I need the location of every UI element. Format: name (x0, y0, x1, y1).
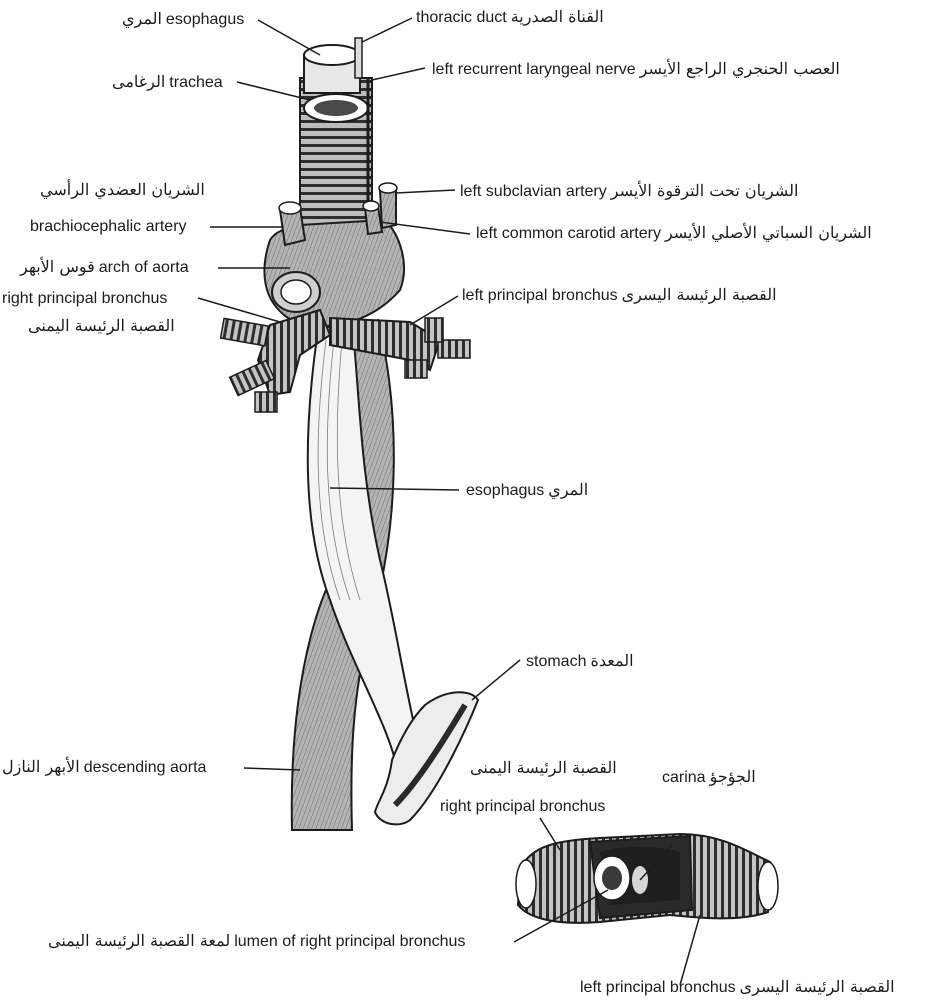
label-arch-of-aorta-en: arch of aorta (99, 259, 189, 276)
label-descending-aorta-ar: الأبهر النازل (2, 757, 80, 776)
carina-inset (516, 834, 778, 923)
label-brachiocephalic-ar: الشريان العضدي الرأسي (40, 180, 205, 199)
label-inset-left-bronchus: left principal bronchus القصبة الرئيسة ا… (580, 978, 895, 997)
label-stomach-en: stomach (526, 653, 586, 670)
label-esophagus-top-en: esophagus (166, 11, 244, 28)
leader-stomach (472, 660, 520, 700)
label-left-recurrent-laryngeal-nerve-en: left recurrent laryngeal nerve (432, 61, 636, 78)
label-left-common-carotid-artery: left common carotid artery الشريان السبا… (476, 224, 872, 243)
label-trachea-en: trachea (169, 74, 222, 91)
label-inset-left-bronchus-ar: القصبة الرئيسة اليسرى (740, 977, 895, 996)
label-inset-left-bronchus-en: left principal bronchus (580, 979, 736, 996)
leader-inset-left-bronchus (680, 915, 700, 985)
label-left-recurrent-laryngeal-nerve: left recurrent laryngeal nerve العصب الح… (432, 60, 840, 79)
label-esophagus-mid: esophagus المري (466, 481, 588, 500)
label-esophagus-top: المري esophagus (122, 10, 244, 29)
label-carina-en: carina (662, 769, 706, 786)
label-left-principal-bronchus-en: left principal bronchus (462, 287, 618, 304)
label-lumen-right-bronchus: لمعة القصبة الرئيسة اليمنى lumen of righ… (48, 932, 465, 951)
label-carina-ar: الجؤجؤ (710, 767, 756, 786)
label-right-principal-bronchus-ar: القصبة الرئيسة اليمنى (28, 316, 175, 335)
label-left-subclavian-artery: left subclavian artery الشريان تحت الترق… (460, 182, 798, 201)
label-inset-right-bronchus-en: right principal bronchus (440, 798, 605, 816)
label-lumen-ar: لمعة القصبة الرئيسة اليمنى (48, 931, 230, 950)
label-stomach: stomach المعدة (526, 652, 634, 671)
label-trachea: الرغامى trachea (112, 73, 223, 92)
label-right-principal-bronchus-en: right principal bronchus (2, 290, 167, 308)
label-left-principal-bronchus: left principal bronchus القصبة الرئيسة ا… (462, 286, 777, 305)
label-left-recurrent-laryngeal-nerve-ar: العصب الحنجري الراجع الأيسر (640, 59, 840, 78)
label-thoracic-duct-ar: القناة الصدرية (511, 7, 604, 26)
label-left-subclavian-ar: الشريان تحت الترقوة الأيسر (611, 181, 799, 200)
label-lumen-en: lumen of right principal bronchus (234, 933, 465, 950)
label-left-subclavian-en: left subclavian artery (460, 183, 607, 200)
label-arch-of-aorta-ar: قوس الأبهر (20, 257, 95, 276)
label-left-common-carotid-ar: الشريان السباتي الأصلي الأيسر (665, 223, 872, 242)
label-descending-aorta: الأبهر النازل descending aorta (2, 758, 206, 777)
label-descending-aorta-en: descending aorta (84, 759, 207, 776)
leader-esophagus-top (258, 20, 320, 55)
leader-thoracic-duct (362, 18, 412, 42)
label-stomach-ar: المعدة (590, 651, 633, 670)
label-thoracic-duct-en: thoracic duct (416, 9, 507, 26)
label-carina: carina الجؤجؤ (662, 768, 756, 787)
label-inset-right-bronchus-ar: القصبة الرئيسة اليمنى (470, 758, 617, 777)
leader-right-bronchus (198, 298, 280, 322)
label-esophagus-mid-en: esophagus (466, 482, 544, 499)
label-arch-of-aorta: قوس الأبهر arch of aorta (20, 258, 189, 277)
label-esophagus-top-ar: المري (122, 9, 162, 28)
leader-left-subclavian (396, 190, 455, 193)
label-left-principal-bronchus-ar: القصبة الرئيسة اليسرى (622, 285, 777, 304)
label-brachiocephalic-en: brachiocephalic artery (30, 218, 187, 236)
label-trachea-ar: الرغامى (112, 72, 165, 91)
leader-left-recurrent-nerve (372, 68, 425, 80)
label-thoracic-duct: thoracic duct القناة الصدرية (416, 8, 604, 27)
label-left-common-carotid-en: left common carotid artery (476, 225, 661, 242)
label-esophagus-mid-ar: المري (548, 480, 588, 499)
